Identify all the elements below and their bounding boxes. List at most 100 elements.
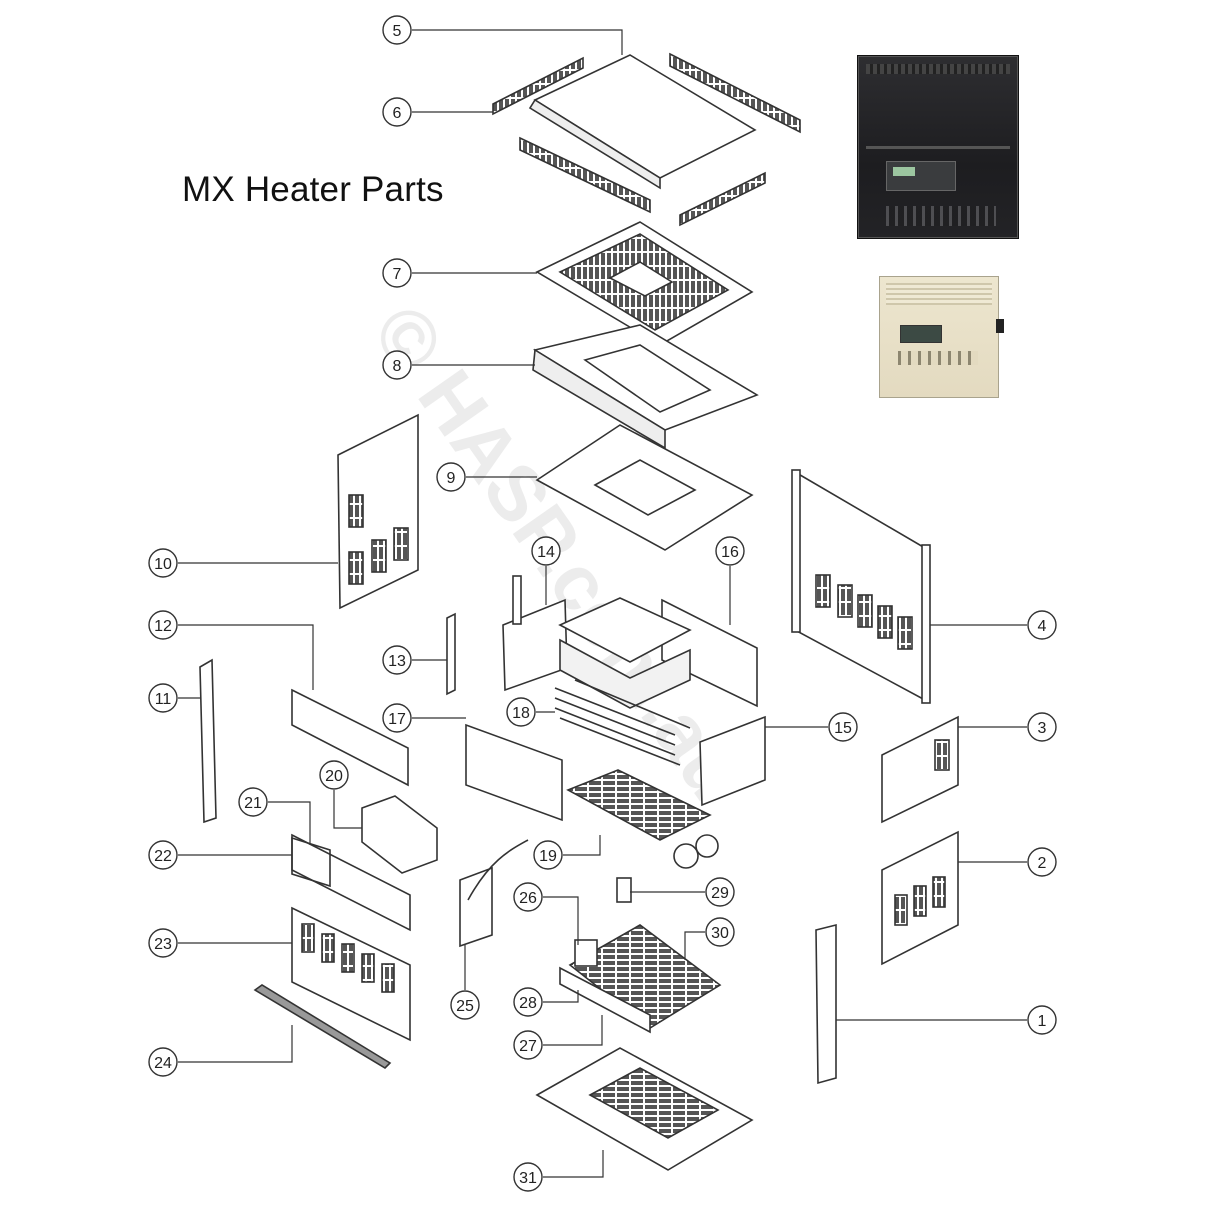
- part-25-side-bracket: [459, 866, 493, 948]
- part-10-vent-c: [371, 539, 387, 573]
- callout-circle-23: [148, 928, 178, 958]
- callout-circle-7: [382, 258, 412, 288]
- part-1-corner-post: [815, 923, 837, 1085]
- part-2-vent-c: [932, 876, 946, 908]
- part-25-wire: [467, 839, 529, 901]
- callout-circle-18: [506, 697, 536, 727]
- part-10-vent-a: [348, 494, 364, 528]
- callout-circle-27: [513, 1030, 543, 1060]
- callout-label-22: 22: [154, 848, 172, 865]
- part-23-vent-e: [381, 963, 395, 993]
- photo-top-vent: [886, 283, 992, 305]
- part-23-vent-b: [321, 933, 335, 963]
- part-4-flange-right: [921, 544, 931, 704]
- part-13-bracket: [446, 612, 456, 696]
- callout-circle-3: [1027, 712, 1057, 742]
- callout-label-16: 16: [721, 544, 739, 561]
- callout-circle-28: [513, 987, 543, 1017]
- callout-circle-16: [715, 536, 745, 566]
- part-7-grill-center: [608, 261, 674, 297]
- part-3-vent: [934, 739, 950, 771]
- part-18-burner-tubes: [554, 679, 691, 766]
- callout-label-17: 17: [388, 711, 406, 728]
- callout-label-24: 24: [154, 1055, 172, 1072]
- photo-display: [893, 167, 915, 176]
- callout-circle-17: [382, 703, 412, 733]
- callout-label-9: 9: [447, 470, 456, 487]
- light-heater-photo: [879, 276, 1004, 398]
- callout-label-21: 21: [244, 795, 262, 812]
- part-31-base-vents: [588, 1067, 720, 1139]
- part-4-vent-c: [857, 594, 873, 628]
- callout-label-15: 15: [834, 720, 852, 737]
- part-12-front-trim: [291, 688, 409, 787]
- callout-circle-10: [148, 548, 178, 578]
- part-2-vent-a: [894, 894, 908, 926]
- callout-label-27: 27: [519, 1038, 537, 1055]
- callout-label-28: 28: [519, 995, 537, 1012]
- part-10-vent-b: [348, 551, 364, 585]
- callout-circle-22: [148, 840, 178, 870]
- callout-label-29: 29: [711, 885, 729, 902]
- part-19-port-a: [673, 843, 699, 869]
- callout-circle-25: [450, 990, 480, 1020]
- callout-label-1: 1: [1038, 1013, 1047, 1030]
- part-4-side-panel: [794, 470, 926, 702]
- callout-circle-24: [148, 1047, 178, 1077]
- callout-label-12: 12: [154, 618, 172, 635]
- part-6-vent-strip-1: [492, 56, 584, 116]
- callout-circle-9: [436, 462, 466, 492]
- callout-label-14: 14: [537, 544, 555, 561]
- callout-label-10: 10: [154, 556, 172, 573]
- callout-label-31: 31: [519, 1170, 537, 1187]
- callout-label-25: 25: [456, 998, 474, 1015]
- part-23-vent-c: [341, 943, 355, 973]
- callout-label-2: 2: [1038, 855, 1047, 872]
- callout-circle-1: [1027, 1005, 1057, 1035]
- callout-label-8: 8: [393, 358, 402, 375]
- part-9-plate-cutout: [593, 459, 697, 516]
- photo-louvers: [898, 351, 978, 365]
- callout-label-13: 13: [388, 653, 406, 670]
- callout-circle-26: [513, 882, 543, 912]
- callout-label-3: 3: [1038, 720, 1047, 737]
- callout-label-18: 18: [512, 705, 530, 722]
- callout-circle-12: [148, 610, 178, 640]
- callout-label-6: 6: [393, 105, 402, 122]
- callout-circle-13: [382, 645, 412, 675]
- callout-circle-21: [238, 787, 268, 817]
- callout-label-23: 23: [154, 936, 172, 953]
- leader-lines: [178, 29, 1027, 1178]
- part-4-vent-e: [897, 616, 913, 650]
- part-6-vent-strip-2: [669, 52, 801, 134]
- callout-circle-31: [513, 1162, 543, 1192]
- part-chamber-hood-base: [559, 638, 691, 709]
- photo-divider: [866, 146, 1010, 149]
- part-4-flange-left: [791, 469, 801, 633]
- page-title: MX Heater Parts: [182, 170, 444, 209]
- part-15-right-liner: [699, 715, 766, 807]
- callout-label-5: 5: [393, 23, 402, 40]
- part-10-vent-d: [393, 527, 409, 561]
- part-26-gas-valve: [574, 939, 598, 967]
- callout-label-19: 19: [539, 848, 557, 865]
- callout-circle-6: [382, 97, 412, 127]
- part-11-left-post: [199, 658, 217, 824]
- part-22-bezel: [291, 833, 411, 932]
- callout-label-20: 20: [325, 768, 343, 785]
- callout-label-4: 4: [1038, 618, 1047, 635]
- callout-circle-4: [1027, 610, 1057, 640]
- dark-heater-photo: [857, 55, 1019, 239]
- callout-circle-11: [148, 683, 178, 713]
- callout-circle-29: [705, 877, 735, 907]
- part-23-vent-a: [301, 923, 315, 953]
- part-14-bracket: [512, 575, 522, 625]
- callout-label-11: 11: [155, 691, 172, 708]
- callout-label-7: 7: [393, 266, 402, 283]
- photo-louvers: [886, 206, 996, 226]
- callout-label-30: 30: [711, 925, 729, 942]
- part-chamber-hood: [558, 597, 692, 663]
